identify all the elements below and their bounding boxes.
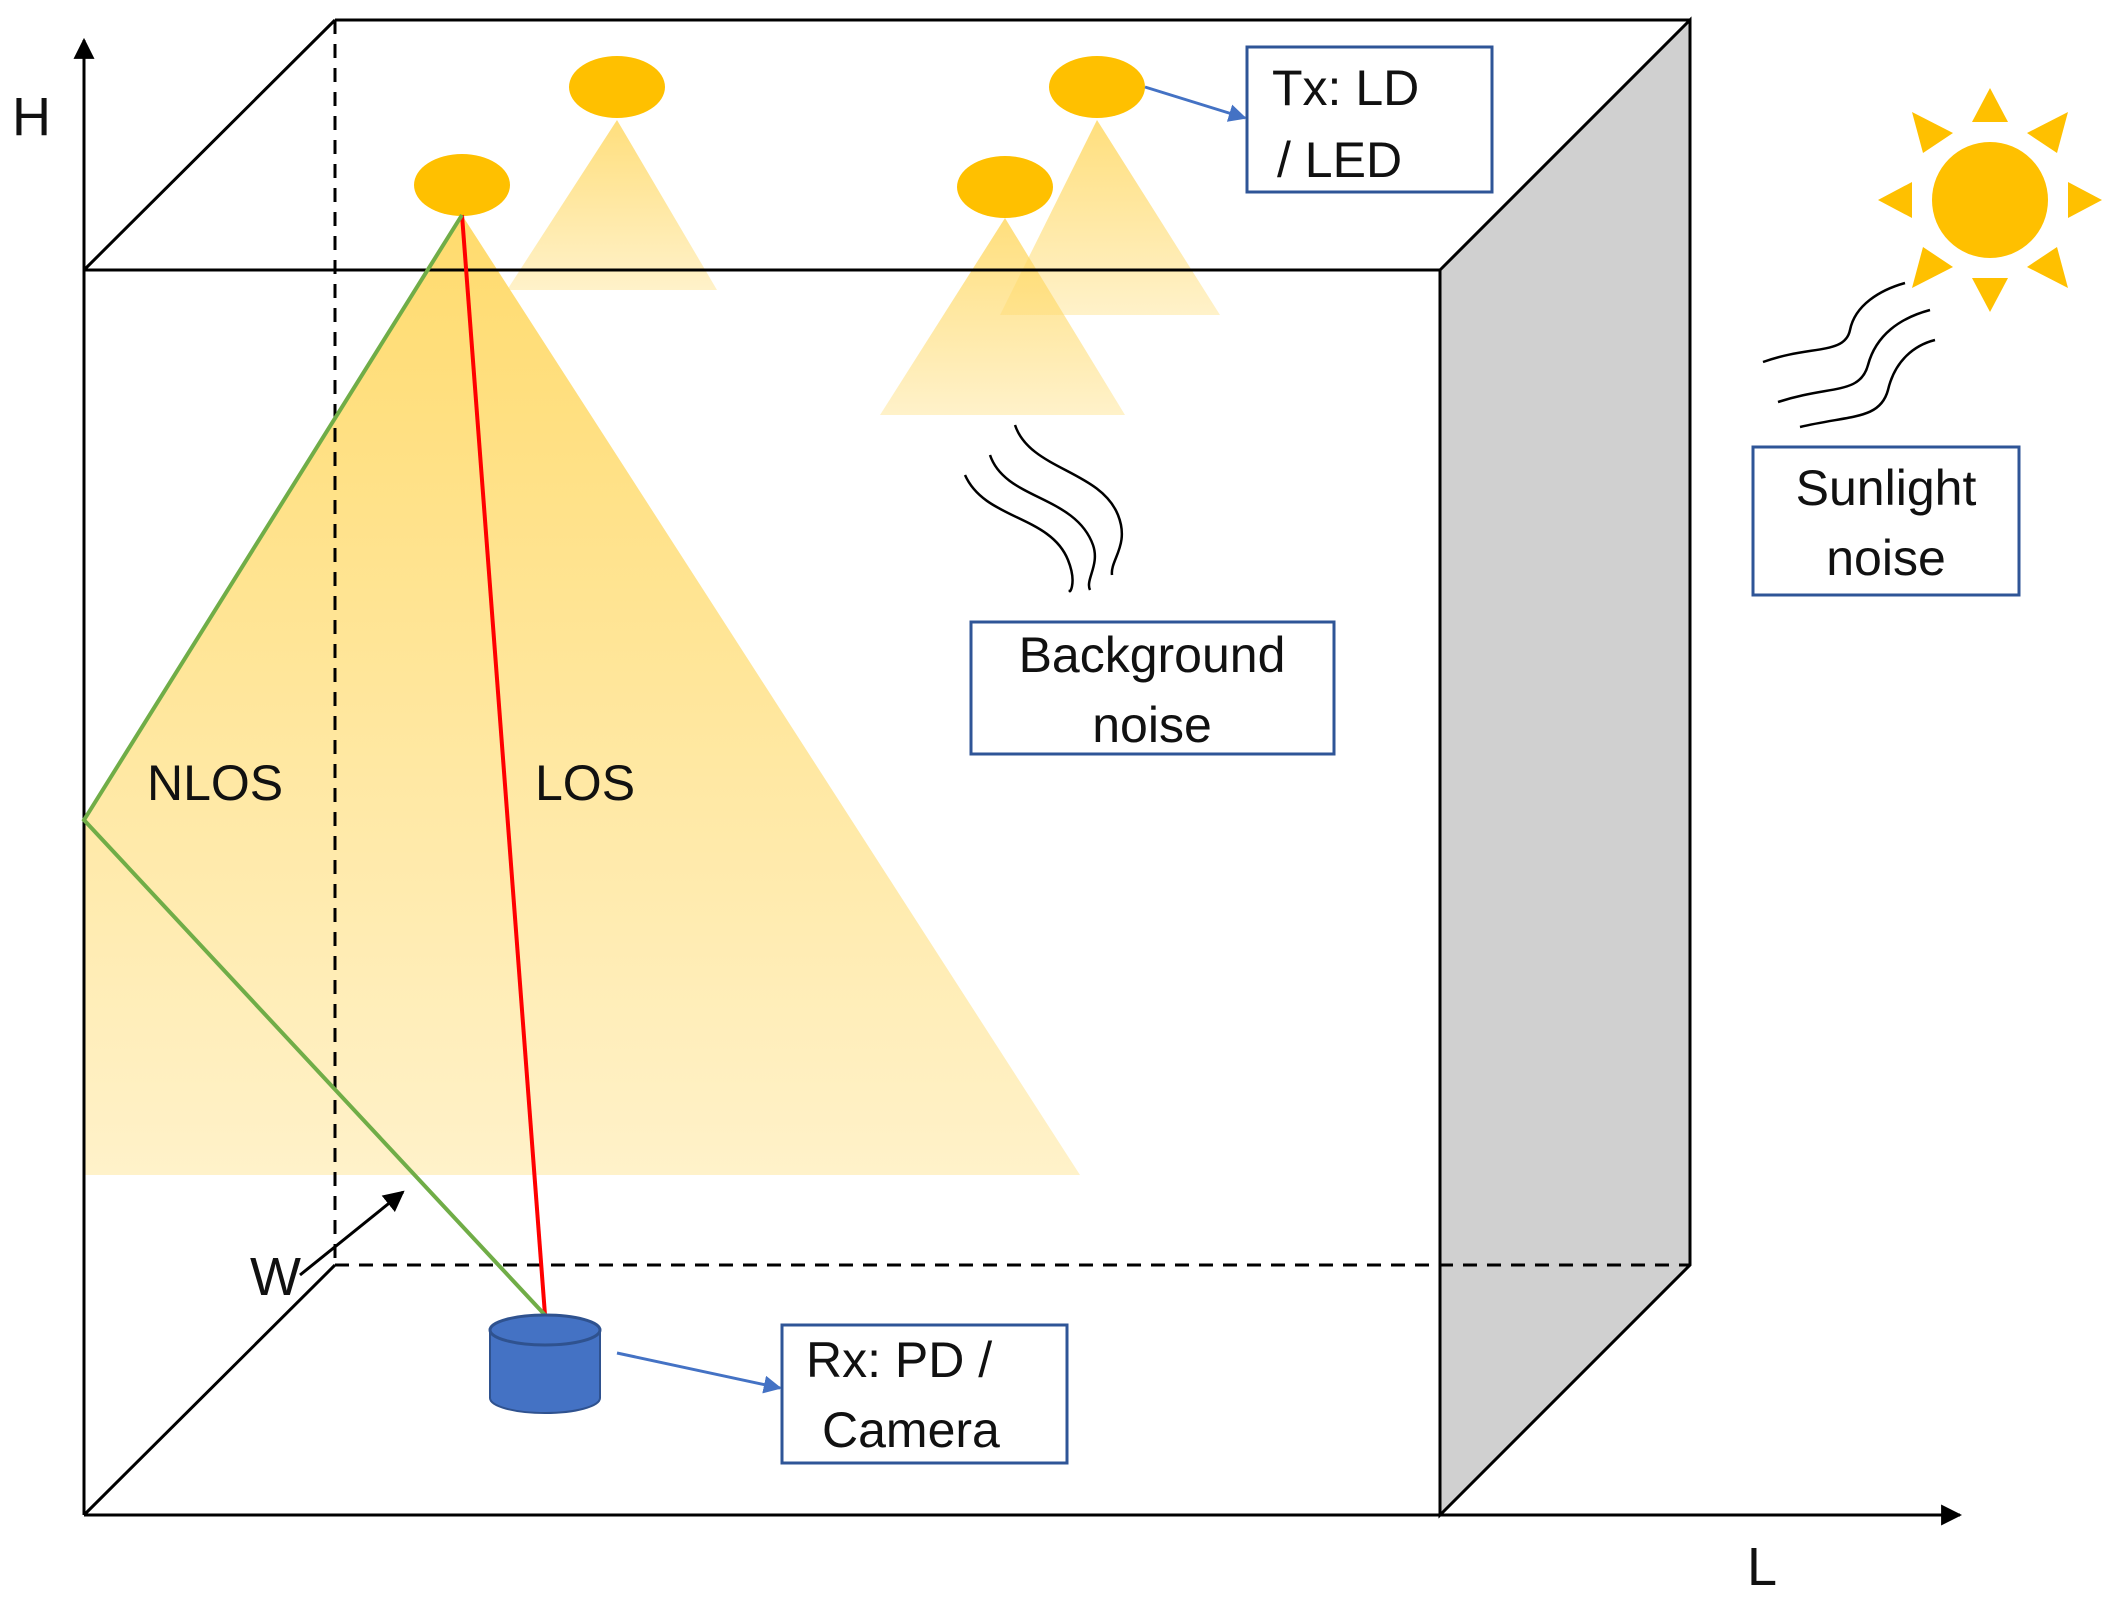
sunlight-noise-line1: Sunlight xyxy=(1796,460,1977,516)
los-path xyxy=(460,214,547,1316)
room-box xyxy=(82,18,1690,1517)
background-noise-line2: noise xyxy=(1092,697,1212,753)
tx-callout: Tx: LD / LED xyxy=(1245,45,1494,194)
noise-wave-icon xyxy=(1762,281,1936,429)
rx-callout-arrow xyxy=(616,1351,782,1394)
sunlight-noise-line2: noise xyxy=(1826,530,1946,586)
height-axis-label: H xyxy=(12,87,51,147)
small-light-cone xyxy=(880,218,1125,415)
rx-callout-line1: Rx: PD / xyxy=(806,1332,992,1388)
rx-callout: Rx: PD / Camera xyxy=(780,1323,1069,1465)
side-wall xyxy=(1438,16,1692,1519)
tx-callout-line2: / LED xyxy=(1277,132,1402,188)
rx-callout-line2: Camera xyxy=(822,1402,1000,1458)
sun-icon xyxy=(1878,88,2102,312)
width-axis-label: W xyxy=(250,1247,301,1307)
nlos-label: NLOS xyxy=(147,755,283,811)
small-light-cone xyxy=(1000,120,1220,315)
background-noise-callout: Background noise xyxy=(969,620,1336,756)
sunlight-noise-callout: Sunlight noise xyxy=(1751,445,2021,597)
ceiling-light-icon xyxy=(569,56,665,118)
noise-wave-icon xyxy=(963,424,1124,593)
small-light-cone xyxy=(507,120,717,290)
nlos-path xyxy=(81,213,547,1317)
ceiling-light-icon xyxy=(1049,56,1145,118)
length-axis-label: L xyxy=(1747,1537,1777,1597)
tx-callout-arrow xyxy=(1144,85,1247,122)
ceiling-light-icon xyxy=(957,156,1053,218)
photodiode-cylinder-icon xyxy=(488,1313,602,1414)
los-label: LOS xyxy=(535,755,635,811)
main-light-cone xyxy=(84,215,1080,1175)
ceiling-light-icon xyxy=(414,154,510,216)
width-axis xyxy=(299,1190,405,1277)
tx-callout-line1: Tx: LD xyxy=(1272,60,1419,116)
background-noise-line1: Background xyxy=(1019,627,1286,683)
